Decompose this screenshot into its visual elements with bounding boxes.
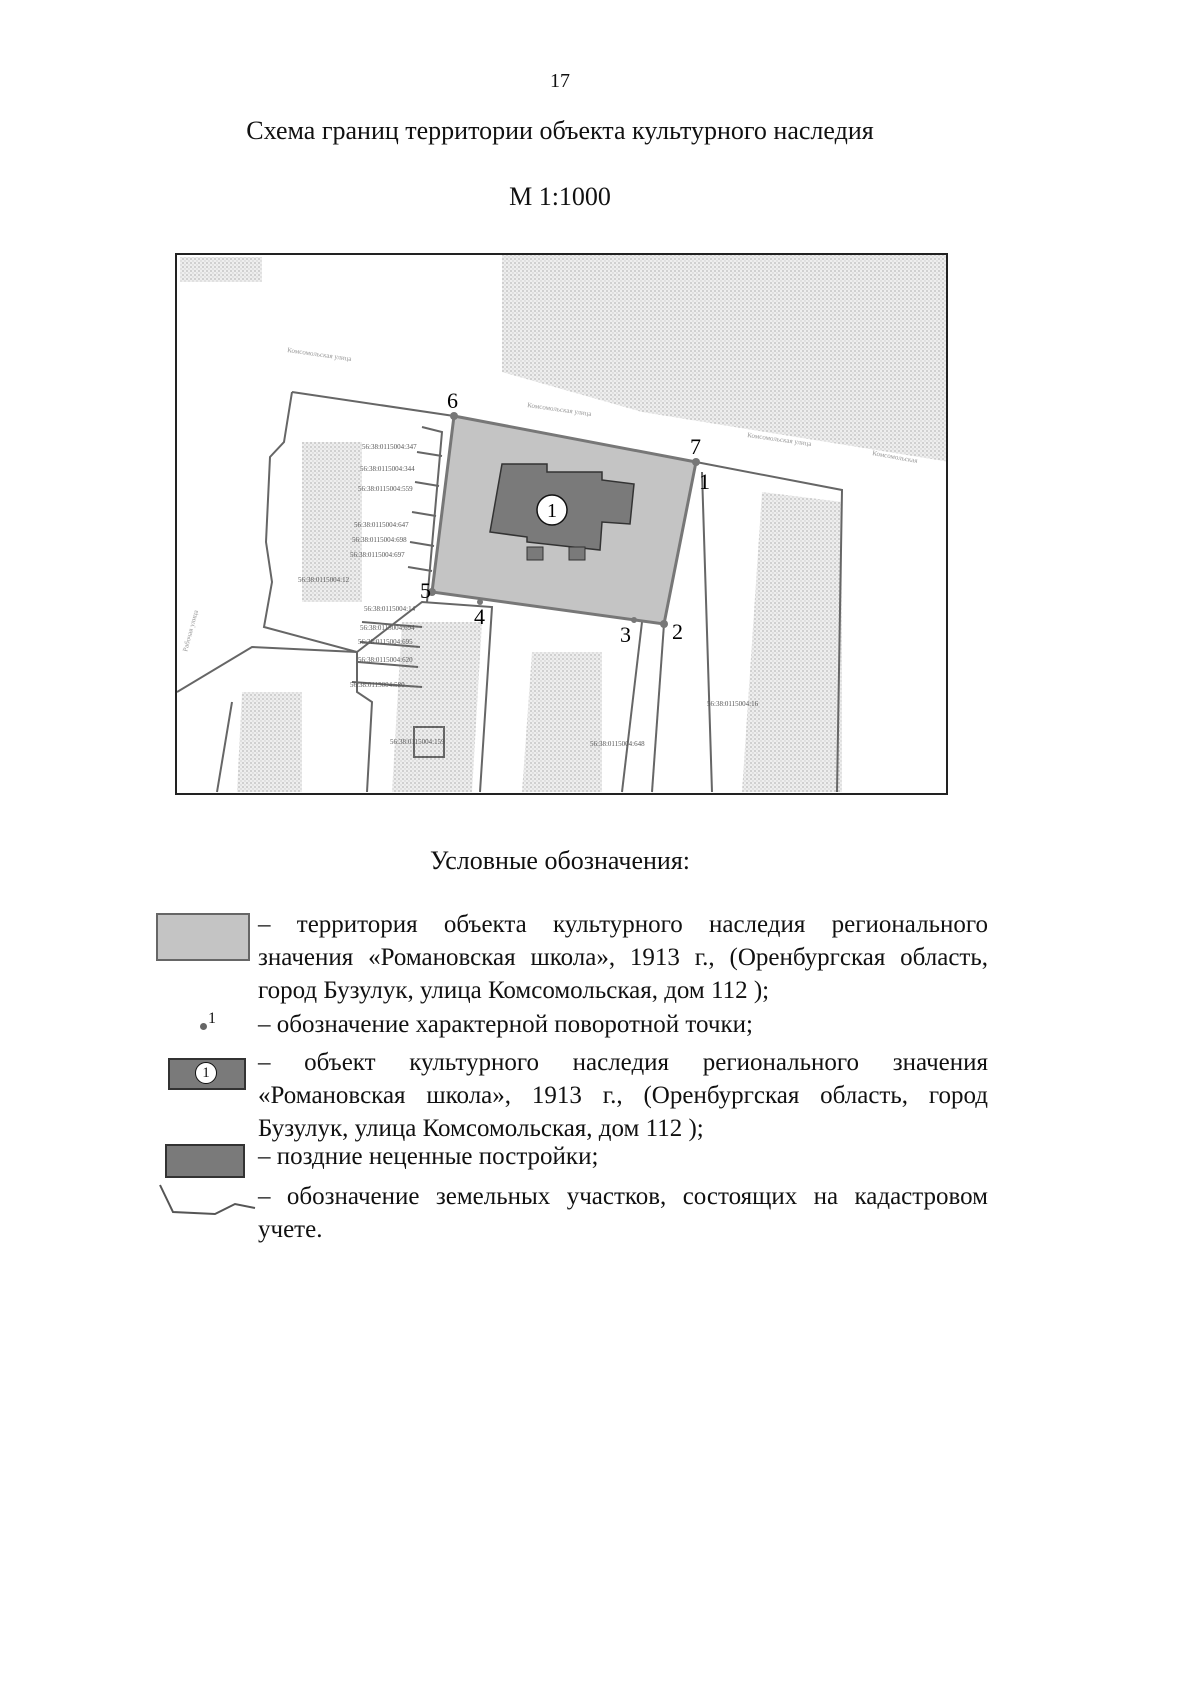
legend-parcel-line-icon bbox=[159, 1184, 256, 1216]
point-label-3: 3 bbox=[620, 622, 631, 647]
street-label: Комсомольская улица bbox=[287, 346, 353, 363]
parcel-label: 56:38:0115004:344 bbox=[360, 465, 415, 473]
parcel-label: 56:38:0115004:159 bbox=[390, 738, 445, 746]
parcel-label: 56:38:0115004:647 bbox=[354, 521, 409, 529]
point-label-1: 1 bbox=[699, 469, 710, 494]
legend-text-parcels: – обозначение земельных участков, состоя… bbox=[258, 1183, 988, 1243]
object-marker-circle bbox=[536, 494, 568, 526]
parcel-label: 56:38:0115004:698 bbox=[352, 536, 407, 544]
background-buildings bbox=[180, 255, 946, 792]
legend-text-territory: – территория объекта культурного наследи… bbox=[258, 911, 988, 1004]
street-label: Рабочая улица bbox=[181, 608, 200, 652]
point-label-7: 7 bbox=[690, 434, 701, 459]
map-scale: М 1:1000 bbox=[509, 182, 611, 211]
legend-text-object: – объект культурного наследия региональн… bbox=[258, 1049, 988, 1142]
late-annex bbox=[568, 546, 586, 561]
parcel-label: 56:38:0115004:559 bbox=[358, 485, 413, 493]
legend-point-icon bbox=[200, 1023, 207, 1030]
parcel-label: 56:38:0115004:695 bbox=[358, 638, 413, 646]
legend-swatch-late-buildings bbox=[165, 1144, 245, 1178]
object-marker-label: 1 bbox=[547, 500, 557, 522]
page-number: 17 bbox=[550, 70, 570, 92]
turning-points bbox=[428, 412, 700, 628]
parcel-label: 56:38:0115004:620 bbox=[358, 656, 413, 664]
parcel-label: 56:38:0115004:14 bbox=[364, 605, 416, 613]
point-label-2: 2 bbox=[672, 619, 683, 644]
page-title: Схема границ территории объекта культурн… bbox=[246, 116, 874, 145]
parcel-label: 56:38:0115004:697 bbox=[350, 551, 405, 559]
parcel-label: 56:38:0115004:648 bbox=[590, 740, 645, 748]
boundary-map: 1 1 2 3 4 5 6 7 Комсомольская улица Комс… bbox=[175, 253, 948, 795]
legend-title: Условные обозначения: bbox=[429, 846, 691, 875]
legend-swatch-object: 1 bbox=[168, 1058, 246, 1090]
parcel-label: 56:38:0115004:347 bbox=[362, 443, 417, 451]
legend-point-label: 1 bbox=[208, 1010, 216, 1027]
parcel-label: 56:38:0115004:580 bbox=[350, 681, 405, 689]
point-label-5: 5 bbox=[420, 578, 431, 603]
point-label-4: 4 bbox=[474, 604, 485, 629]
legend-object-marker: 1 bbox=[195, 1062, 217, 1084]
late-annex bbox=[526, 546, 544, 561]
point-label-6: 6 bbox=[447, 388, 458, 413]
parcel-label: 56:38:0115004:694 bbox=[360, 624, 415, 632]
street-label: Комсомольская улица bbox=[527, 401, 593, 418]
legend-text-late-buildings: – поздние неценные постройки; bbox=[258, 1143, 599, 1170]
legend-text-point: – обозначение характерной поворотной точ… bbox=[258, 1011, 753, 1038]
parcel-label: 56:38:0115004:12 bbox=[298, 576, 350, 584]
parcel-label: 56:38:0115004:16 bbox=[707, 700, 759, 708]
legend-swatch-territory bbox=[156, 913, 250, 961]
